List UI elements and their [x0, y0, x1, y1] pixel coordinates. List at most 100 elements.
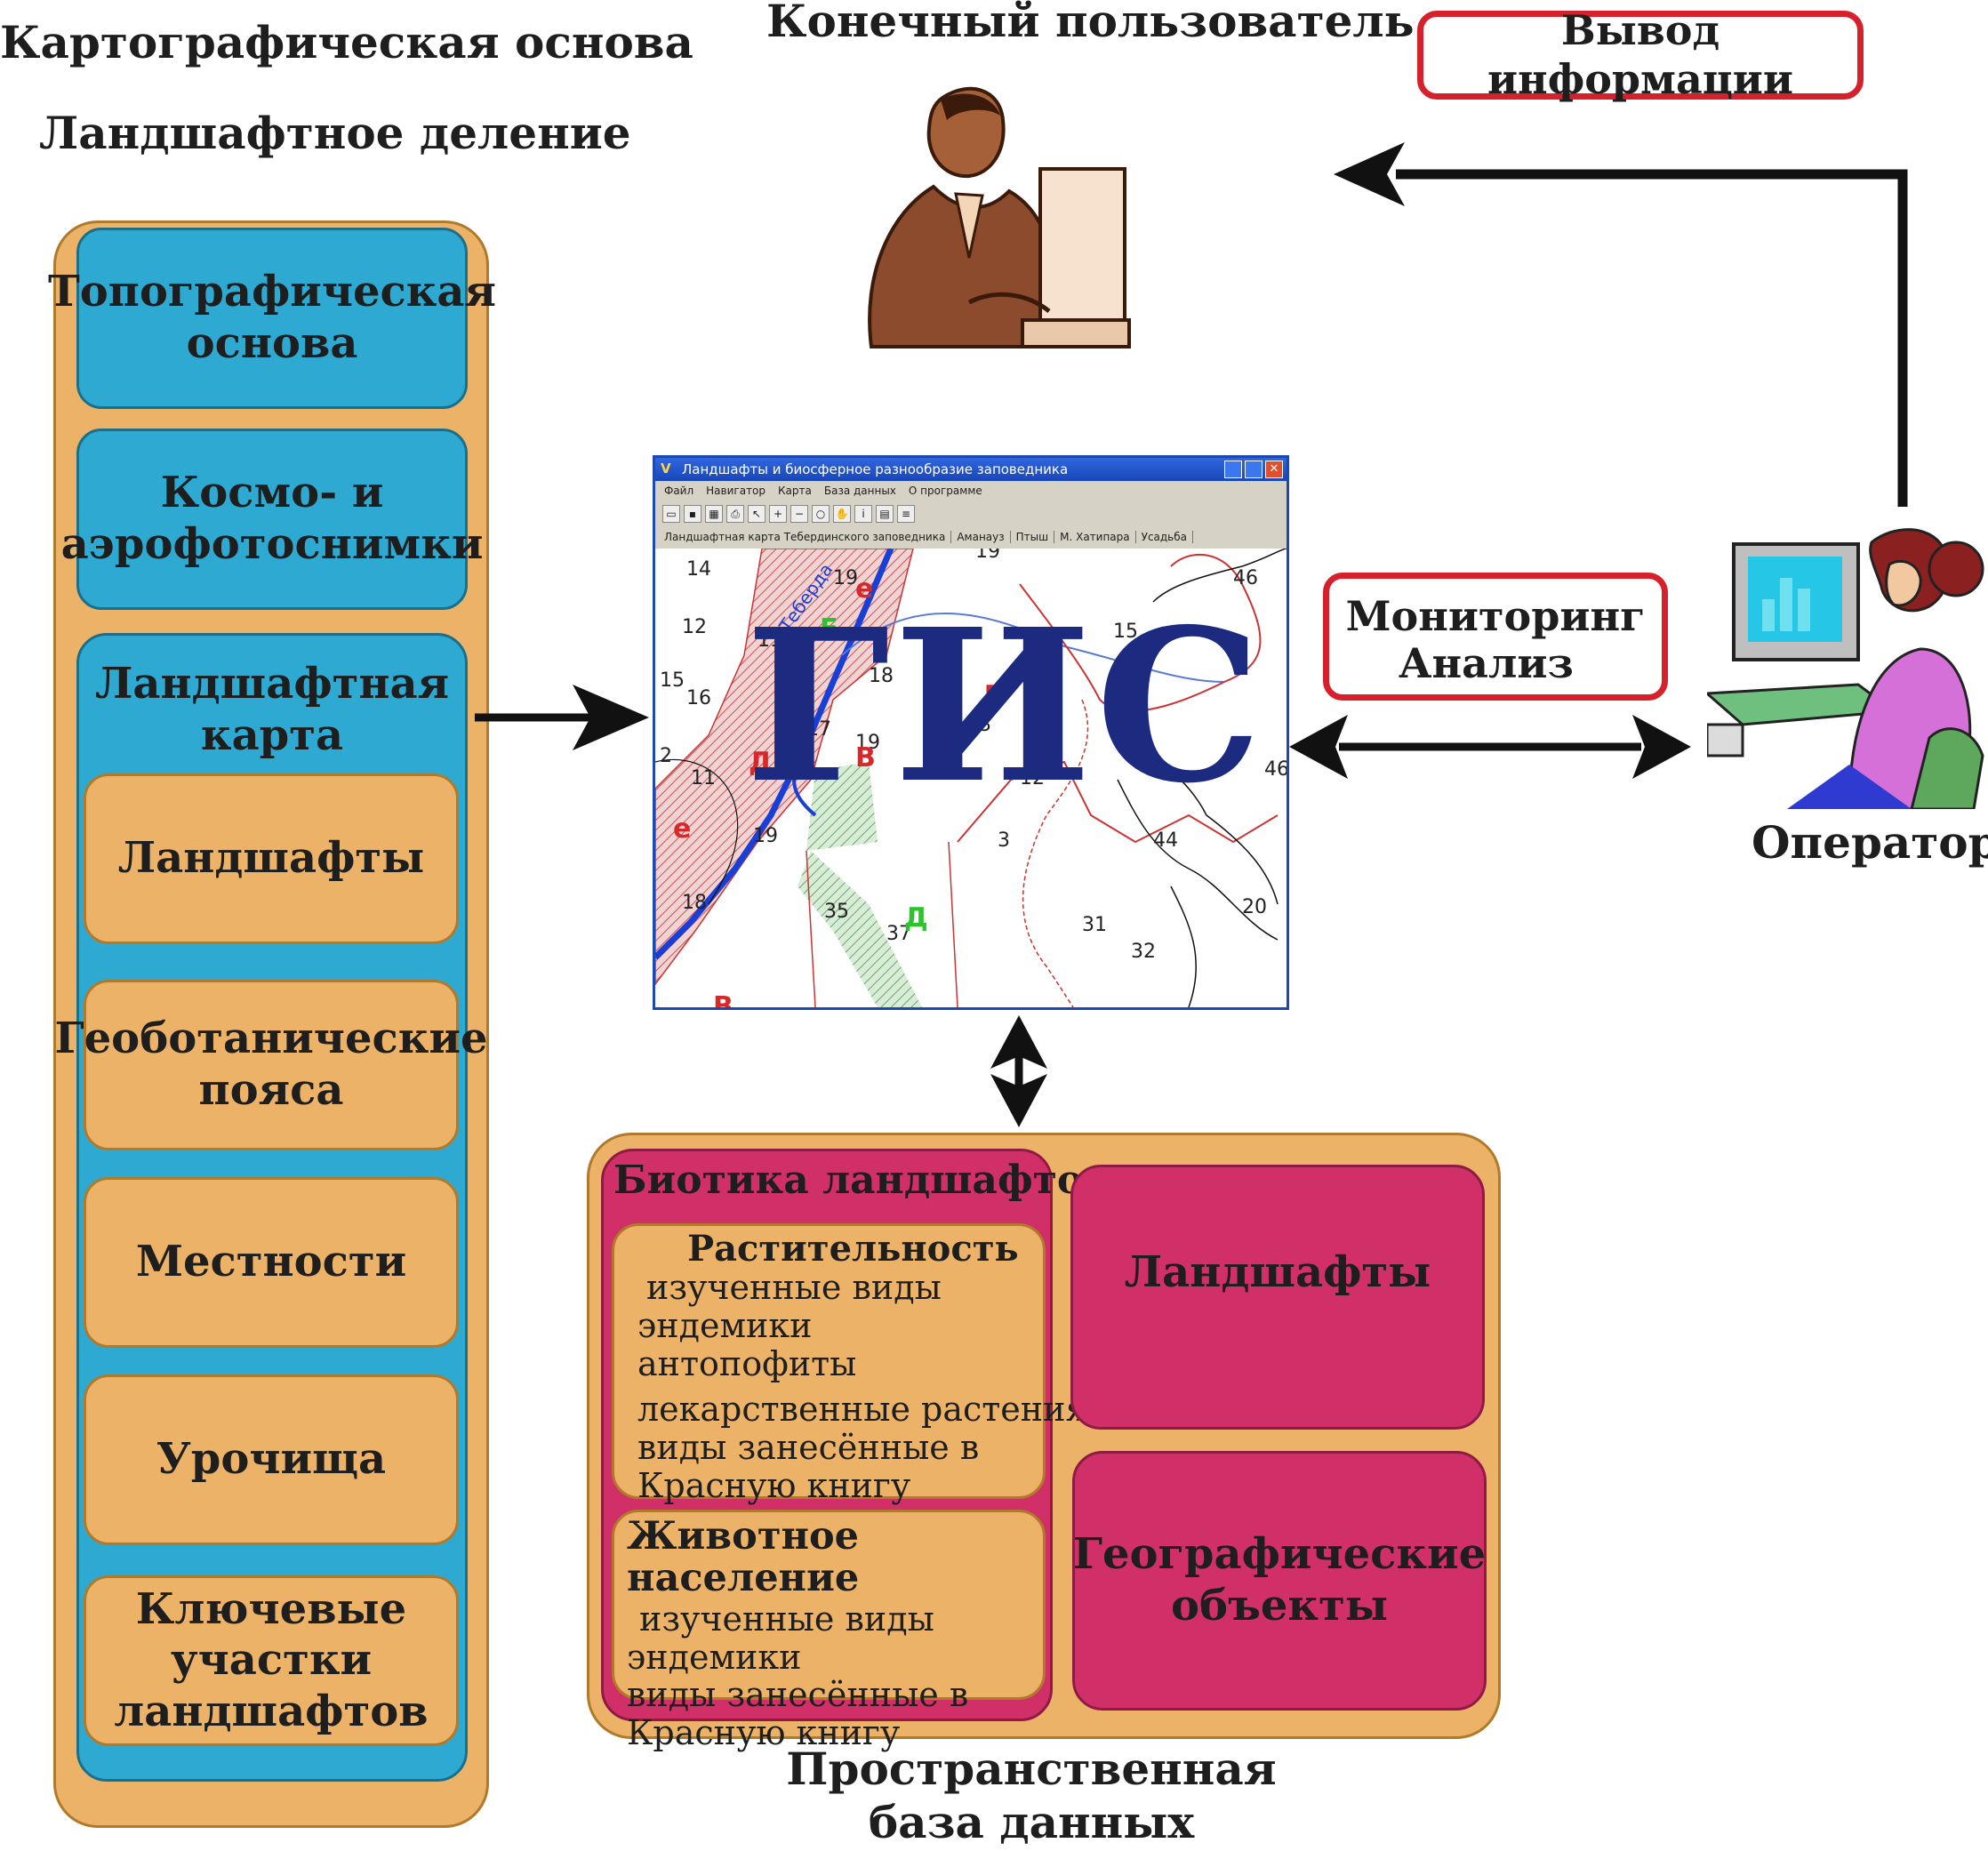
map-number: 15: [660, 669, 685, 692]
vegetation-box: Растительность изученные виды эндемики а…: [612, 1223, 1087, 1504]
map-number: 19: [855, 732, 880, 754]
animals-title: Животное население: [627, 1514, 860, 1601]
map-number: 19: [975, 549, 1000, 563]
key-areas-label: Ключевые участки ландшафтов: [114, 1583, 429, 1736]
window-titlebar: V Ландшафты и биосферное разнообразие за…: [655, 458, 1287, 481]
tab-amanauz[interactable]: Аманауз: [957, 531, 1011, 543]
info-icon[interactable]: i: [854, 505, 872, 523]
map-number: 18: [682, 892, 707, 914]
key-areas-item: Ключевые участки ландшафтов: [84, 1575, 459, 1746]
print-icon[interactable]: ⎙: [726, 505, 744, 523]
topo-base-box: Топографическая основа: [48, 228, 496, 409]
landscapes-item: Ландшафты: [84, 773, 459, 944]
map-letter-labels: е Е г Д В Е е Д В: [673, 573, 998, 1007]
tab-m-khatipara[interactable]: М. Хатипара: [1060, 531, 1136, 543]
map-letter: Д: [749, 747, 773, 778]
operator-label: Оператор: [1752, 816, 1988, 869]
map-number: 14: [686, 558, 711, 581]
map-letter: г: [984, 676, 998, 707]
map-number: 12: [1020, 767, 1045, 789]
maximize-button[interactable]: [1245, 461, 1263, 478]
gis-operator-arrow: [1289, 715, 1691, 779]
analysis-label: Анализ: [1399, 638, 1574, 687]
db-landscapes-box: Ландшафты: [1070, 1165, 1485, 1430]
landscapes-item-label: Ландшафты: [117, 833, 425, 884]
geobotanical-belts-item: Геоботанические пояса: [55, 980, 488, 1150]
topo-base-label: Топографическая основа: [48, 267, 496, 368]
geobotanical-belts-label: Геоботанические пояса: [54, 1014, 488, 1115]
map-number: 16: [686, 687, 711, 709]
map-number: 46: [1264, 758, 1287, 781]
vegetation-title: Растительность: [687, 1228, 1019, 1270]
open-icon[interactable]: ▭: [662, 505, 680, 523]
map-number: 11: [691, 767, 716, 789]
map-letter: В: [855, 742, 876, 773]
layers-icon[interactable]: ≡: [897, 505, 915, 523]
end-user-title: Конечный пользователь: [766, 0, 1415, 47]
menu-bar: Файл Навигатор Карта База данных О прогр…: [655, 481, 1287, 501]
spatial-database-caption: Пространственная база данных: [786, 1743, 1277, 1848]
animals-line: Красную книгу: [627, 1713, 901, 1753]
pointer-icon[interactable]: ↖: [748, 505, 766, 523]
map-number: 46: [1233, 567, 1258, 589]
vegetation-line: эндемики: [637, 1305, 813, 1345]
zoom-out-icon[interactable]: −: [790, 505, 808, 523]
landscape-division-title: Ландшафтное деление: [39, 107, 631, 159]
animals-line: изученные виды: [639, 1599, 934, 1639]
zoom-in-icon[interactable]: +: [769, 505, 787, 523]
table-icon[interactable]: ▤: [876, 505, 894, 523]
biotics-title: Биотика ландшафтов: [613, 1158, 1110, 1203]
menu-database[interactable]: База данных: [823, 485, 896, 497]
map-number: 2: [660, 745, 672, 767]
menu-map[interactable]: Карта: [778, 485, 812, 497]
close-button[interactable]: ✕: [1265, 461, 1283, 478]
image-icon[interactable]: ▦: [705, 505, 723, 523]
tab-ptysh[interactable]: Птыш: [1016, 531, 1055, 543]
map-number: 19: [833, 567, 858, 589]
map-letter: Д: [904, 902, 928, 934]
tab-usadba[interactable]: Усадьба: [1142, 531, 1194, 543]
animals-line: эндемики: [627, 1637, 802, 1677]
map-number: 18: [869, 665, 894, 687]
map-number: 15: [1113, 621, 1138, 643]
map-letter: Е: [940, 729, 958, 760]
gis-app-window: V Ландшафты и биосферное разнообразие за…: [653, 455, 1289, 1010]
menu-about[interactable]: О программе: [908, 485, 982, 497]
map-number: 3: [998, 829, 1010, 852]
aerial-photos-label: Космо- и аэрофотоснимки: [60, 468, 484, 569]
tab-teberda-map[interactable]: Ландшафтная карта Тебердинского заповедн…: [664, 531, 952, 543]
map-number: 17: [806, 718, 831, 741]
app-logo-icon: V: [661, 461, 671, 477]
map-number: 20: [1242, 896, 1267, 918]
output-info-label: Вывод информации: [1487, 5, 1794, 103]
map-number: 16: [1029, 625, 1054, 647]
minimize-button[interactable]: [1224, 461, 1242, 478]
map-number: 35: [824, 901, 849, 923]
tracts-label: Урочища: [156, 1434, 387, 1485]
monitoring-label: Мониторинг: [1345, 592, 1646, 640]
map-tabs: Ландшафтная карта Тебердинского заповедн…: [655, 527, 1287, 547]
map-view[interactable]: 14 19 19 12 11 16 15 15 16 18 17 19 13 2…: [655, 541, 1287, 1007]
operator-illustration: [1707, 528, 1984, 809]
pan-hand-icon[interactable]: ✋: [833, 505, 851, 523]
vegetation-line: лекарственные растения: [637, 1389, 1087, 1429]
vegetation-line: антопофиты: [637, 1343, 857, 1383]
vegetation-line: виды занесённые в: [637, 1427, 980, 1467]
menu-file[interactable]: Файл: [664, 485, 694, 497]
menu-navigator[interactable]: Навигатор: [706, 485, 766, 497]
zoom-icon[interactable]: ○: [812, 505, 830, 523]
map-letter: В: [713, 991, 733, 1007]
tracts-item: Урочища: [84, 1374, 459, 1545]
map-number: 11: [758, 629, 782, 652]
localities-item: Местности: [84, 1177, 459, 1348]
map-number: 13: [966, 714, 991, 736]
animals-line: виды занесённые в: [627, 1675, 969, 1715]
gis-label: ГИС: [745, 582, 1266, 829]
geo-objects-label: Географические объекты: [1072, 1529, 1487, 1631]
window-title: Ландшафты и биосферное разнообразие запо…: [682, 461, 1069, 477]
save-icon[interactable]: ▪: [684, 505, 701, 523]
map-number: 19: [753, 825, 778, 847]
map-letter: е: [673, 813, 691, 845]
vegetation-line: Красную книгу: [637, 1465, 911, 1505]
map-to-gis-arrow: [475, 685, 649, 750]
